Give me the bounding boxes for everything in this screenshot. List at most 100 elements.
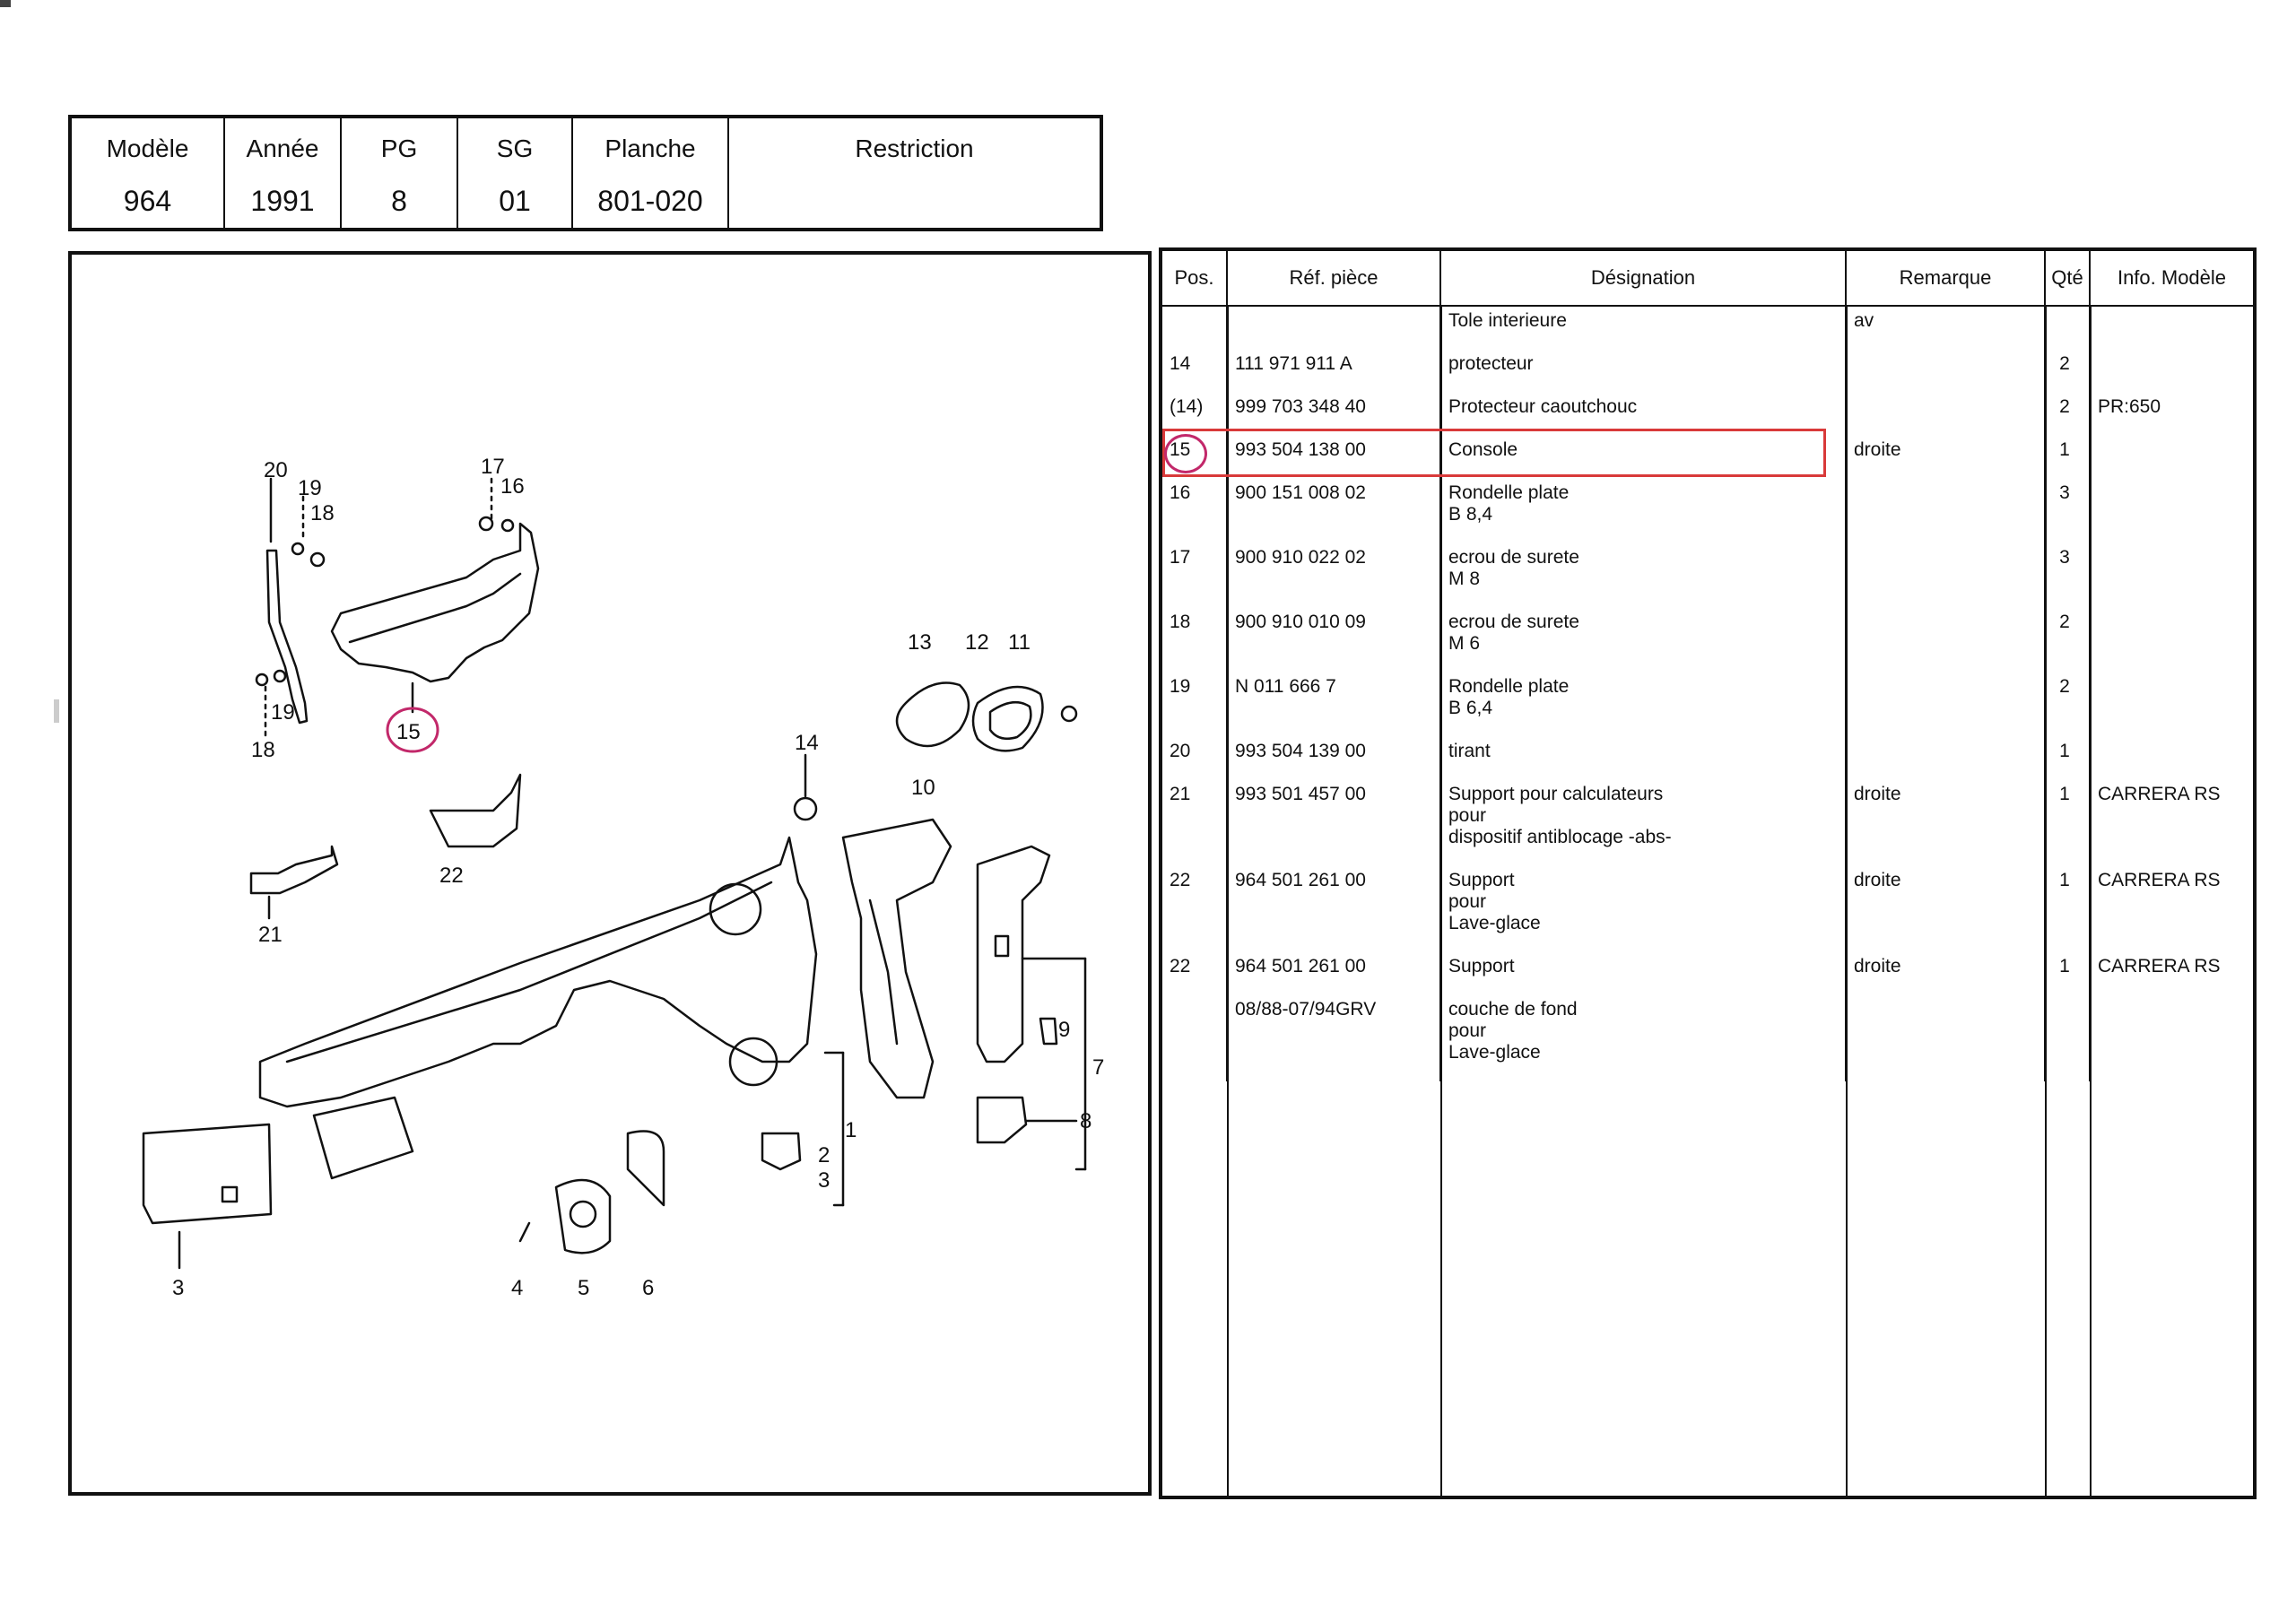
row-ref: 111 971 911 A <box>1226 350 1440 393</box>
row-ref: 900 151 008 02 <box>1226 479 1440 543</box>
inner-panel-part <box>258 836 818 1108</box>
row-pos: 20 <box>1170 741 1191 761</box>
pos-highlight-circle <box>1164 434 1207 473</box>
row-designation: Console <box>1439 436 1846 479</box>
row-ref: 993 504 139 00 <box>1226 737 1440 780</box>
row-ref: 964 501 261 00 <box>1226 866 1440 952</box>
row-pos: 22 <box>1170 870 1191 890</box>
pg-label: PG <box>380 135 418 162</box>
table-row: 21 993 501 457 00 Support pour calculate… <box>1162 780 2253 866</box>
row-info <box>2089 436 2253 479</box>
row-info <box>2089 995 2253 1081</box>
trim-clip <box>994 934 1010 958</box>
row-qty: 1 <box>2044 737 2090 780</box>
col-header-pos: Pos. <box>1162 251 1227 307</box>
callout-1: 1 <box>845 1118 857 1142</box>
cover-plate-inner <box>988 700 1032 740</box>
callout-6: 6 <box>642 1276 654 1300</box>
callout-9: 9 <box>1058 1018 1070 1042</box>
row-remarque: droite <box>1845 436 2045 479</box>
col-header-ref: Réf. pièce <box>1226 251 1440 307</box>
row-ref: 993 504 138 00 <box>1226 436 1440 479</box>
row-qty: 3 <box>2044 479 2090 543</box>
nut-part <box>309 551 326 568</box>
panel-opening <box>728 1037 778 1087</box>
console-part <box>330 522 540 683</box>
modele-label: Modèle <box>106 135 189 162</box>
row-pos: 19 <box>1170 676 1191 697</box>
row-designation: tirant <box>1439 737 1846 780</box>
modele-cell: Modèle 964 <box>70 117 224 230</box>
row-qty: 2 <box>2044 673 2090 737</box>
callout-20: 20 <box>264 458 288 482</box>
designation-line: M 8 <box>1448 568 1481 589</box>
row-qty: 2 <box>2044 608 2090 673</box>
sg-value: 01 <box>499 185 531 217</box>
row-ref: 900 910 010 09 <box>1226 608 1440 673</box>
annee-value: 1991 <box>250 185 315 217</box>
screw-part <box>518 1221 531 1243</box>
row-qty: 2 <box>2044 393 2090 436</box>
panel-opening <box>709 882 762 936</box>
nut-part <box>478 516 494 532</box>
table-row: 14 111 971 911 A protecteur 2 <box>1162 350 2253 393</box>
bellow-part <box>554 1178 612 1254</box>
row-info: CARRERA RS <box>2089 780 2253 866</box>
callout-4: 4 <box>511 1276 523 1300</box>
row-qty <box>2044 995 2090 1081</box>
row-qty: 1 <box>2044 780 2090 866</box>
row-pos: 14 <box>1170 353 1191 374</box>
callout-21: 21 <box>258 923 283 947</box>
callout-8: 8 <box>1080 1109 1091 1133</box>
pg-value: 8 <box>391 185 407 217</box>
nut-part <box>1060 705 1078 723</box>
col-header-designation: Désignation <box>1439 251 1846 307</box>
exploded-diagram: 20 19 18 17 16 15 19 18 13 12 11 14 10 2… <box>68 251 1152 1496</box>
row-remarque <box>1845 673 2045 737</box>
callout-15: 15 <box>396 720 421 744</box>
scan-artifact <box>54 699 59 723</box>
callout-7: 7 <box>1092 1055 1104 1080</box>
designation-line: M 6 <box>1448 633 1481 654</box>
row-info <box>2089 673 2253 737</box>
clip-part <box>1039 1017 1058 1046</box>
restriction-cell: Restriction <box>727 117 1101 230</box>
row-info <box>2089 350 2253 393</box>
designation-line: B 8,4 <box>1448 504 1493 525</box>
row-pos: 21 <box>1170 784 1191 804</box>
row-info <box>2089 306 2253 350</box>
callout-18-lower: 18 <box>251 738 275 762</box>
annee-label: Année <box>246 135 319 162</box>
row-info: PR:650 <box>2089 393 2253 436</box>
row-designation: Tole interieure <box>1439 306 1846 350</box>
callout-22: 22 <box>439 864 464 888</box>
callout-16: 16 <box>500 474 525 499</box>
col-header-info: Info. Modèle <box>2089 251 2253 307</box>
highlight-box <box>1162 429 1826 477</box>
row-pos: 17 <box>1170 547 1191 568</box>
designation-line: pour <box>1448 805 1487 826</box>
callout-12: 12 <box>965 630 989 655</box>
callout-2: 2 <box>818 1143 830 1167</box>
bellow-opening <box>569 1200 597 1228</box>
callout-13: 13 <box>908 630 932 655</box>
sg-cell: SG 01 <box>457 117 572 230</box>
col-header-qte: Qté <box>2044 251 2090 307</box>
row-qty: 1 <box>2044 436 2090 479</box>
seal-part <box>895 681 970 748</box>
header-table: Modèle 964 Année 1991 PG 8 SG 01 Planche… <box>68 115 1103 231</box>
pg-cell: PG 8 <box>340 117 457 230</box>
row-ref: 900 910 022 02 <box>1226 543 1440 608</box>
scan-artifact <box>0 0 11 7</box>
table-row: Tole interieure av <box>1162 306 2253 350</box>
bracket-small-part <box>761 1132 802 1171</box>
duct-part <box>312 1096 414 1180</box>
table-row: 22 964 501 261 00 Support droite 1 CARRE… <box>1162 952 2253 995</box>
row-info <box>2089 608 2253 673</box>
